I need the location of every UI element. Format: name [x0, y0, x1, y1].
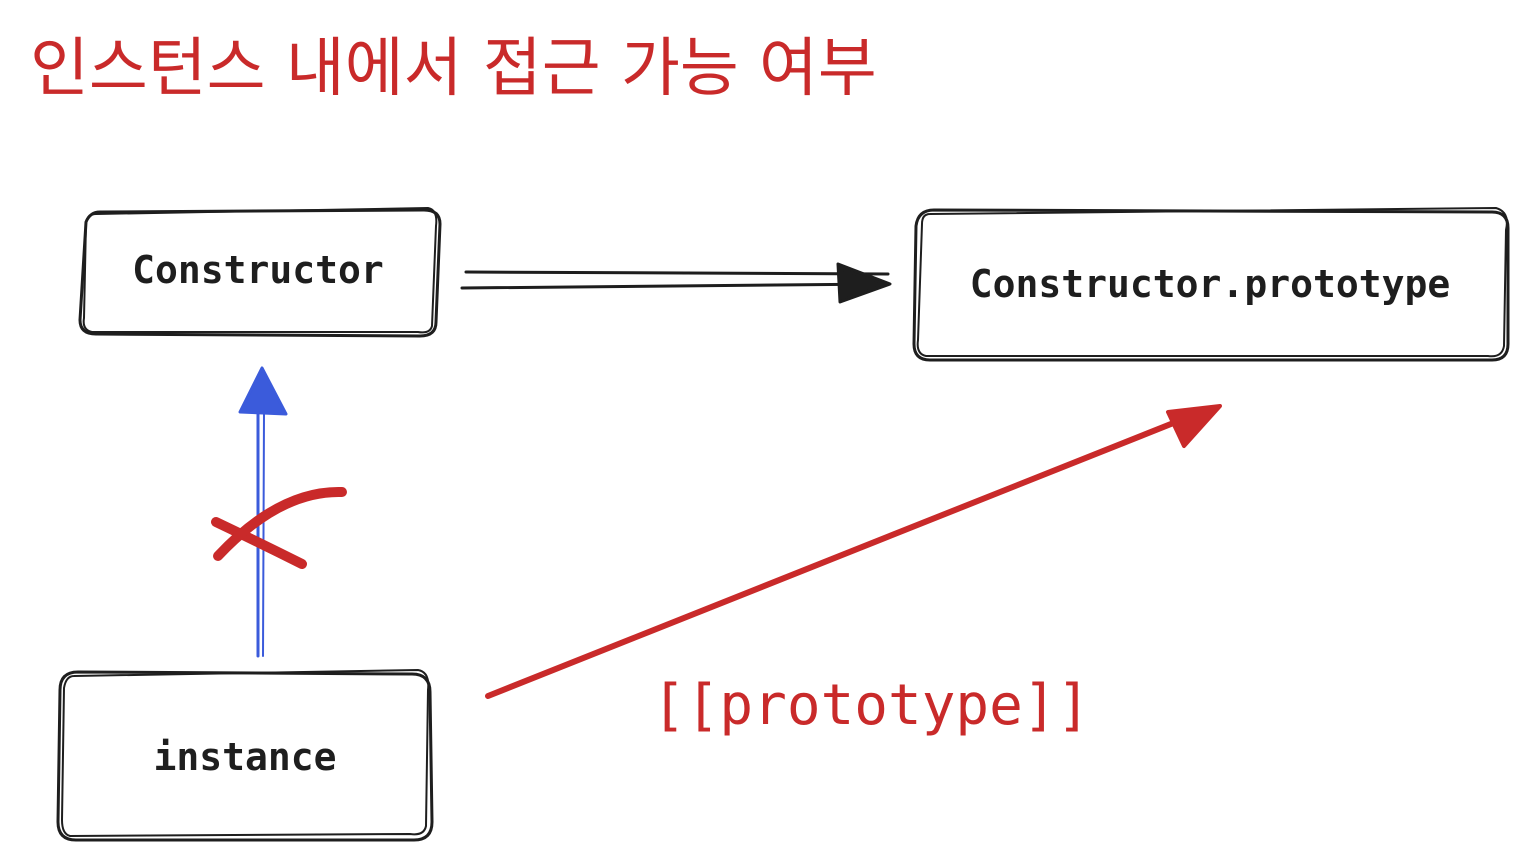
prototype-node-label: Constructor.prototype: [970, 262, 1450, 306]
instance-to-constructor-arrow: [238, 366, 288, 658]
instance-node-label: instance: [153, 735, 336, 779]
prototype-link-label: [[prototype]]: [652, 673, 1090, 738]
instance-node[interactable]: instance: [56, 668, 434, 842]
prototype-node[interactable]: Constructor.prototype: [912, 206, 1510, 362]
blocked-x-mark: [211, 486, 347, 569]
page-title: 인스턴스 내에서 접근 가능 여부: [30, 32, 877, 106]
constructor-node[interactable]: Constructor: [78, 206, 442, 338]
constructor-node-label: Constructor: [132, 248, 384, 292]
constructor-to-prototype-arrow: [460, 262, 892, 304]
instance-to-prototype-arrow: [485, 404, 1222, 699]
